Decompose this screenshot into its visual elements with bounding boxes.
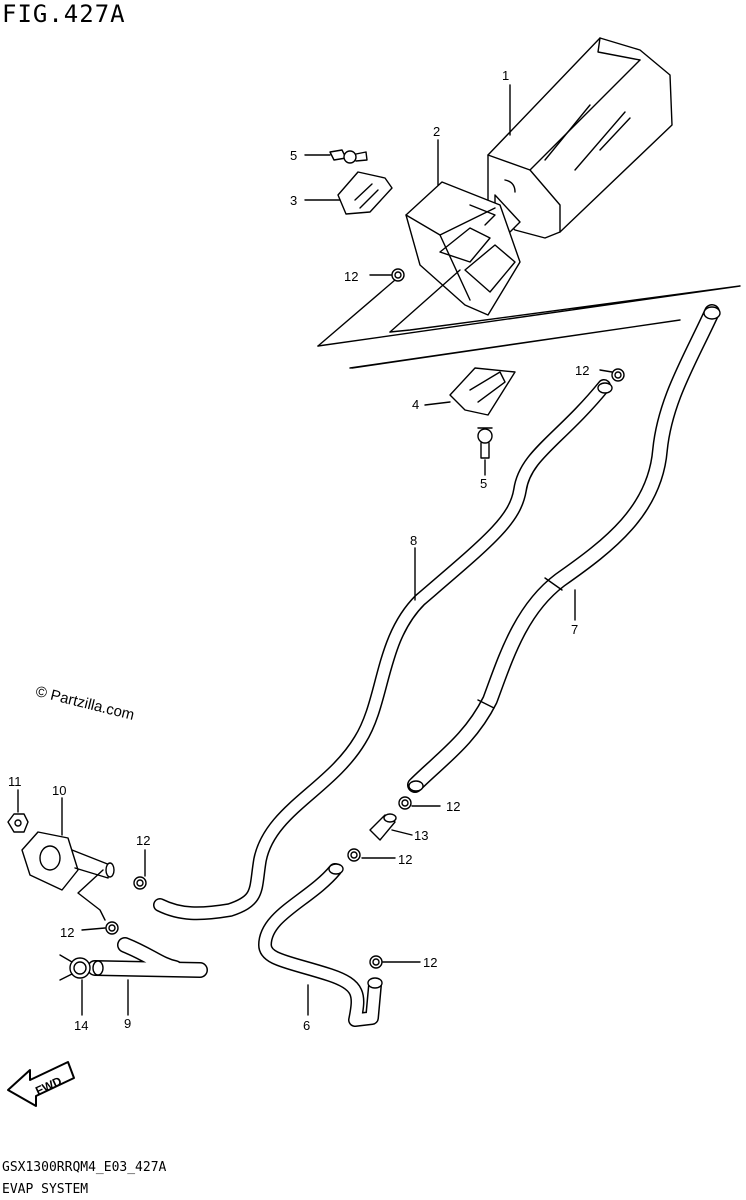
clamp-part-12-e bbox=[369, 955, 383, 969]
hose-part-8 bbox=[153, 379, 613, 921]
valve-part-10 bbox=[21, 831, 115, 891]
callout-6: 6 bbox=[303, 1018, 310, 1033]
clamp-part-12-c bbox=[398, 796, 412, 810]
holder-part-2 bbox=[405, 181, 521, 316]
callout-11: 11 bbox=[8, 774, 22, 789]
callout-5-top: 5 bbox=[290, 148, 297, 163]
guide-line-bottom bbox=[349, 319, 681, 369]
clamp-part-12-d bbox=[347, 848, 361, 862]
hose-part-6 bbox=[258, 863, 383, 1027]
connector-part-13 bbox=[369, 813, 397, 841]
clamp-part-12-f bbox=[133, 876, 147, 890]
leader-lines bbox=[17, 84, 613, 1016]
clamp-part-12-a bbox=[391, 268, 405, 282]
bolt-part-5-bottom bbox=[477, 427, 493, 459]
fwd-arrow-icon bbox=[7, 1061, 75, 1107]
callout-10: 10 bbox=[52, 783, 66, 798]
callout-12-f: 12 bbox=[136, 833, 150, 848]
diagram-caption: EVAP SYSTEM bbox=[2, 1182, 89, 1197]
callout-12-b: 12 bbox=[575, 363, 589, 378]
hose-part-7 bbox=[407, 304, 721, 793]
callout-13: 13 bbox=[414, 828, 428, 843]
figure-title: FIG.427A bbox=[2, 0, 126, 28]
callout-3: 3 bbox=[290, 193, 297, 208]
callout-7: 7 bbox=[571, 622, 578, 637]
bolt-part-5-top bbox=[329, 149, 368, 164]
guide-line-top bbox=[317, 285, 741, 347]
callout-1: 1 bbox=[502, 68, 509, 83]
bracket-part-3 bbox=[337, 171, 393, 215]
callout-12-g: 12 bbox=[60, 925, 74, 940]
clamp-part-12-g bbox=[105, 921, 119, 935]
callout-12-d: 12 bbox=[398, 852, 412, 867]
hose-part-9 bbox=[87, 937, 208, 978]
callout-2: 2 bbox=[433, 124, 440, 139]
bracket-part-4 bbox=[449, 367, 516, 416]
callout-12-e: 12 bbox=[423, 955, 437, 970]
callout-9: 9 bbox=[124, 1016, 131, 1031]
callout-4: 4 bbox=[412, 397, 419, 412]
callout-5-bottom: 5 bbox=[480, 476, 487, 491]
callout-8: 8 bbox=[410, 533, 417, 548]
assembly-link-line bbox=[77, 869, 106, 921]
callout-14: 14 bbox=[74, 1018, 88, 1033]
callout-12-a: 12 bbox=[344, 269, 358, 284]
clamp-part-12-b bbox=[611, 368, 625, 382]
diagram-code: GSX1300RRQM4_E03_427A bbox=[2, 1160, 167, 1175]
callout-12-c: 12 bbox=[446, 799, 460, 814]
canister-part-1 bbox=[487, 37, 673, 239]
nut-part-11 bbox=[7, 813, 29, 833]
clamp-part-14 bbox=[59, 954, 91, 981]
